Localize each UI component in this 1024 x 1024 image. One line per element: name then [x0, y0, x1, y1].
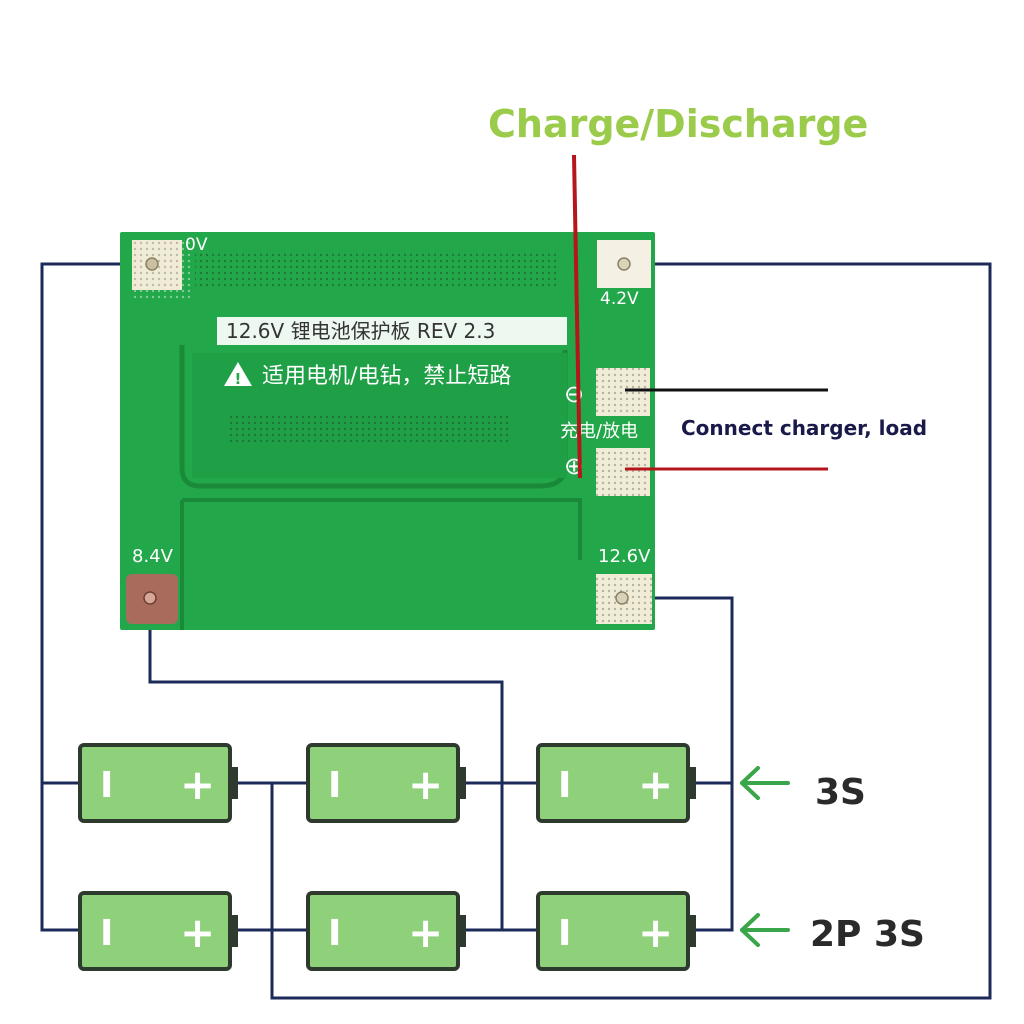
battery-cell: I+ — [536, 743, 696, 823]
battery-cell: I+ — [536, 891, 696, 971]
warning-icon: ! — [224, 362, 252, 388]
battery-positive-mark: + — [408, 908, 443, 957]
pad-0v-label: 0V — [185, 235, 208, 255]
pad-0v-hole — [145, 257, 159, 271]
bms-pcb: 12.6V 锂电池保护板 REV 2.3 ! 适用电机/电钻，禁止短路 0V 4… — [120, 232, 655, 630]
wire-8v4 — [148, 598, 504, 930]
pcb-model-label: 12.6V 锂电池保护板 REV 2.3 — [226, 319, 495, 343]
pcb-inner-panel — [192, 353, 567, 478]
wire-4v2 — [270, 262, 992, 1000]
battery-cell: I+ — [306, 891, 466, 971]
pad-minus-symbol: ⊖ — [564, 380, 584, 408]
battery-positive-mark: + — [180, 760, 215, 809]
pcb-model-label-box — [217, 317, 567, 345]
label-2p3s: 2P 3S — [810, 914, 925, 955]
pcb-dot-row-mid — [230, 416, 510, 442]
pad-8v4-label: 8.4V — [132, 546, 174, 567]
pad-8v4-hole — [143, 591, 157, 605]
battery-negative-mark: I — [558, 913, 571, 954]
pad-plus-texture — [596, 448, 650, 496]
battery-negative-mark: I — [100, 765, 113, 806]
battery-terminal — [688, 767, 696, 799]
wiring — [40, 262, 992, 1000]
pcb-warning-text: 适用电机/电钻，禁止短路 — [262, 364, 511, 389]
charge-discharge-pcb-label: 充电/放电 — [560, 421, 638, 442]
battery-negative-mark: I — [328, 765, 341, 806]
battery-terminal — [458, 915, 466, 947]
wire-charge-discharge-lead — [572, 154, 582, 479]
battery-negative-mark: I — [558, 765, 571, 806]
label-3s: 3S — [815, 772, 866, 813]
wire-0v — [40, 262, 150, 932]
battery-negative-mark: I — [328, 913, 341, 954]
battery-terminal — [458, 767, 466, 799]
battery-negative-mark: I — [100, 913, 113, 954]
svg-text:!: ! — [235, 370, 242, 388]
pad-4v2-label: 4.2V — [600, 289, 639, 309]
arrow-row2-icon — [740, 913, 790, 947]
battery-cell: I+ — [78, 891, 238, 971]
diagram-title: Charge/Discharge — [488, 102, 868, 146]
battery-terminal — [688, 915, 696, 947]
battery-pack: I+I+I+I+I+I+ — [78, 743, 696, 971]
battery-cell: I+ — [78, 743, 238, 823]
battery-positive-mark: + — [408, 760, 443, 809]
pad-4v2-hole — [617, 257, 631, 271]
pad-12v6-label: 12.6V — [598, 546, 651, 567]
arrow-row1-icon — [740, 766, 790, 800]
battery-positive-mark: + — [180, 908, 215, 957]
battery-cell: I+ — [306, 743, 466, 823]
battery-terminal — [230, 767, 238, 799]
battery-terminal — [230, 915, 238, 947]
battery-positive-mark: + — [638, 908, 673, 957]
connect-charger-load-label: Connect charger, load — [681, 416, 927, 440]
battery-positive-mark: + — [638, 760, 673, 809]
wire-12v6 — [622, 596, 734, 932]
pcb-dot-row-top — [195, 250, 560, 290]
pad-minus-texture — [596, 368, 650, 416]
pcb-lower-trace — [180, 498, 582, 630]
pad-12v6-hole — [615, 591, 629, 605]
